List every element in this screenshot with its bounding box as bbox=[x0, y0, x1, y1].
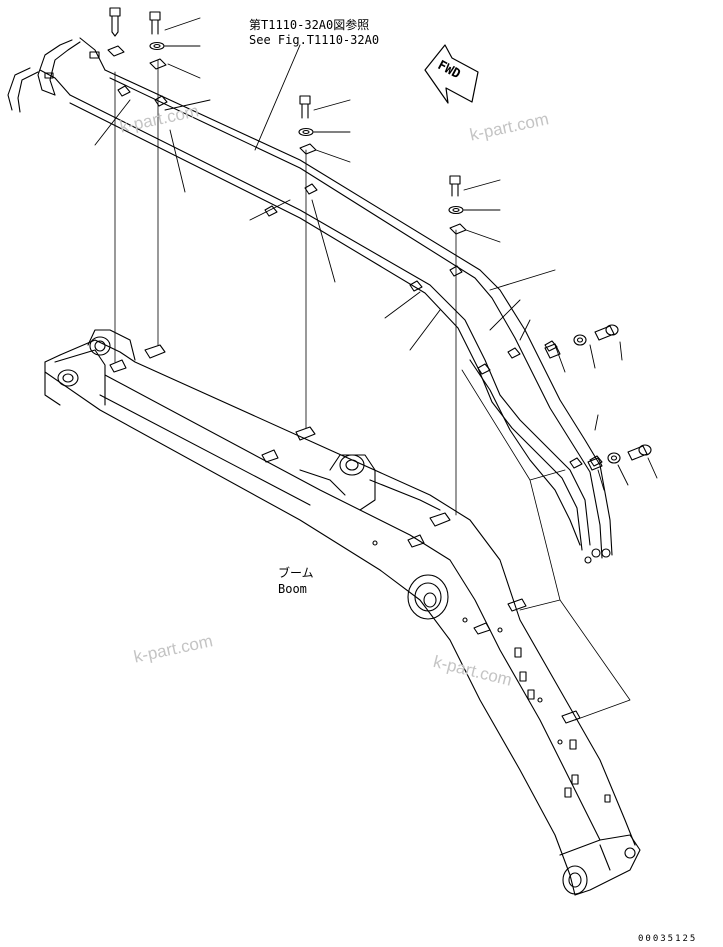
fastener-stack-5 bbox=[544, 324, 619, 359]
fwd-arrow-icon bbox=[424, 44, 479, 104]
boom-label-en: Boom bbox=[278, 582, 307, 596]
boom-label-jp: ブーム bbox=[278, 566, 314, 580]
fastener-stack-6 bbox=[587, 444, 652, 471]
assembly-drop-lines bbox=[114, 59, 631, 721]
reference-note-en: See Fig.T1110-32A0 bbox=[249, 33, 380, 47]
fastener-stack-3 bbox=[298, 95, 317, 155]
reference-note-jp: 第T1110-32A0図参照 bbox=[249, 18, 370, 32]
boom-clamp-brackets bbox=[109, 344, 581, 724]
boom-body bbox=[44, 329, 641, 896]
diagram-number: 00035125 bbox=[638, 934, 698, 944]
fastener-stack-4 bbox=[448, 175, 467, 235]
leader-lines bbox=[94, 17, 658, 491]
hydraulic-piping bbox=[7, 37, 613, 564]
fastener-stack-1 bbox=[107, 7, 125, 57]
fastener-stack-2 bbox=[149, 11, 167, 70]
